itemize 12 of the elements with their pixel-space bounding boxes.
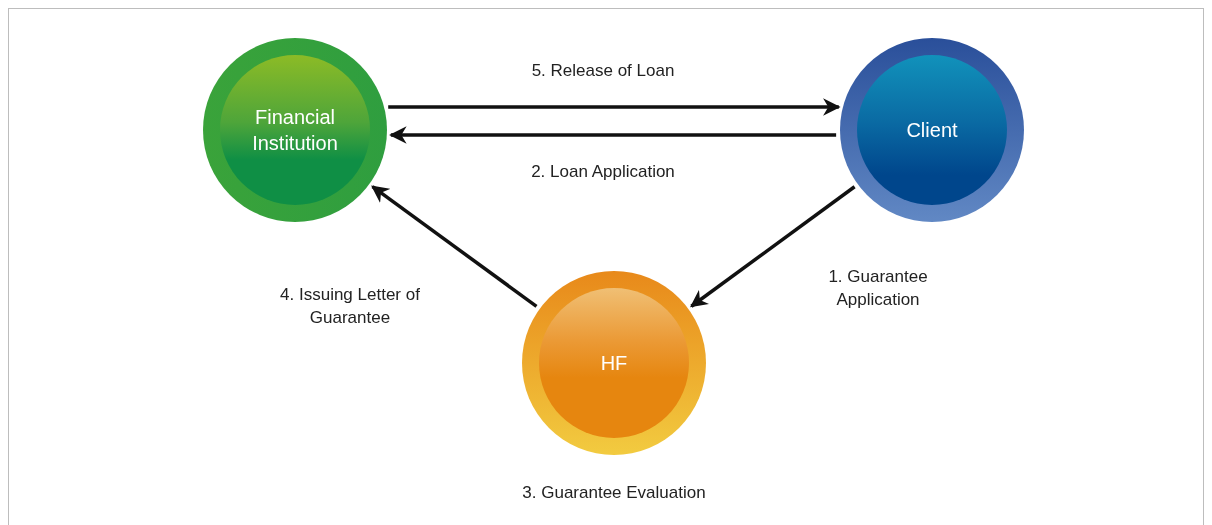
arrow — [388, 98, 841, 116]
arrow — [690, 185, 856, 308]
node-label: Financial Institution — [251, 105, 339, 156]
arrow — [371, 185, 538, 308]
edge-label: 4. Issuing Letter of Guarantee — [279, 284, 421, 329]
arrow — [389, 126, 837, 144]
edge-label: 1. Guarantee Application — [827, 266, 929, 311]
node-label: HF — [600, 351, 628, 376]
node-label: Client — [906, 118, 958, 143]
node-caption: 3. Guarantee Evaluation — [521, 482, 707, 504]
edge-label: 2. Loan Application — [530, 161, 676, 183]
edge-label: 5. Release of Loan — [530, 60, 676, 82]
